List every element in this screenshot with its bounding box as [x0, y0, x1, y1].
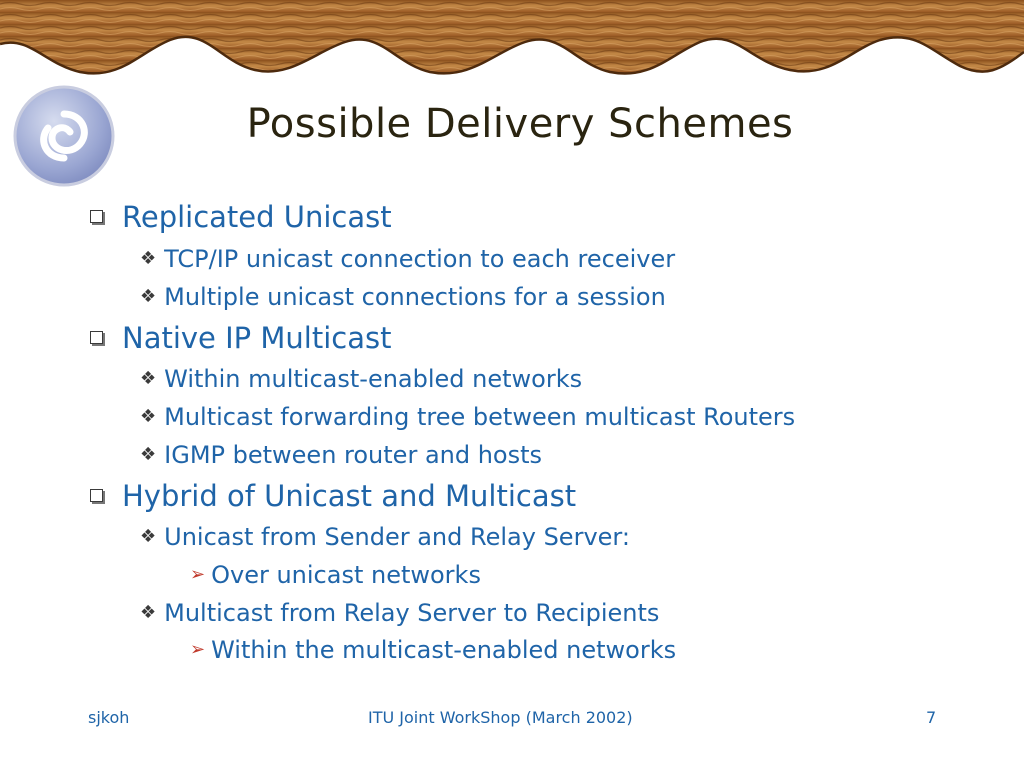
bullet-item-level3: ➢Over unicast networks: [190, 561, 481, 589]
diamond-bullet-icon: ❖: [140, 443, 157, 465]
bullet-item-level1: Hybrid of Unicast and Multicast: [90, 479, 576, 513]
bullet-item-level2: ❖ TCP/IP unicast connection to each recei…: [140, 245, 675, 273]
diamond-bullet-icon: ❖: [140, 247, 157, 269]
bullet-text: Replicated Unicast: [122, 200, 392, 234]
bullet-text: Hybrid of Unicast and Multicast: [122, 479, 577, 513]
bullet-item-level2: ❖ Unicast from Sender and Relay Server:: [140, 523, 630, 551]
diamond-bullet-icon: ❖: [140, 525, 157, 547]
diamond-bullet-icon: ❖: [140, 601, 157, 623]
bullet-item-level1: Native IP Multicast: [90, 321, 391, 355]
arrow-bullet-icon: ➢: [190, 563, 206, 585]
diamond-bullet-icon: ❖: [140, 285, 157, 307]
diamond-bullet-icon: ❖: [140, 405, 157, 427]
bullet-item-level2: ❖ Within multicast-enabled networks: [140, 365, 582, 393]
bullet-text: Over unicast networks: [211, 561, 481, 589]
diamond-bullet-icon: ❖: [140, 367, 157, 389]
bullet-text: TCP/IP unicast connection to each receiv…: [164, 245, 676, 273]
square-bullet-icon: [90, 209, 103, 223]
bullet-text: IGMP between router and hosts: [164, 441, 543, 469]
bullet-text: Within the multicast-enabled networks: [211, 636, 677, 664]
bullet-item-level2: ❖ Multiple unicast connections for a sess…: [140, 283, 666, 311]
footer-event: ITU Joint WorkShop (March 2002): [368, 708, 633, 727]
square-bullet-icon: [90, 330, 103, 344]
bullet-item-level1: Replicated Unicast: [90, 200, 392, 234]
arrow-bullet-icon: ➢: [190, 638, 206, 660]
bullet-text: Multicast from Relay Server to Recipient…: [164, 599, 660, 627]
bullet-text: Multiple unicast connections for a sessi…: [164, 283, 666, 311]
bullet-text: Unicast from Sender and Relay Server:: [164, 523, 630, 551]
footer-page-number: 7: [926, 708, 937, 727]
bullet-item-level2: ❖ IGMP between router and hosts: [140, 441, 542, 469]
square-bullet-icon: [90, 488, 103, 502]
slide-title: Possible Delivery Schemes: [246, 101, 794, 147]
bullet-text: Multicast forwarding tree between multic…: [164, 403, 796, 431]
bullet-item-level2: ❖ Multicast forwarding tree between multi…: [140, 403, 795, 431]
bullet-item-level3: ➢Within the multicast-enabled networks: [190, 636, 676, 664]
spiral-logo-icon: [13, 85, 115, 187]
wavy-wood-banner: [0, 0, 1024, 75]
bullet-item-level2: ❖ Multicast from Relay Server to Recipien…: [140, 599, 659, 627]
footer-author: sjkoh: [88, 708, 130, 727]
bullet-text: Native IP Multicast: [122, 321, 392, 355]
bullet-text: Within multicast-enabled networks: [164, 365, 583, 393]
